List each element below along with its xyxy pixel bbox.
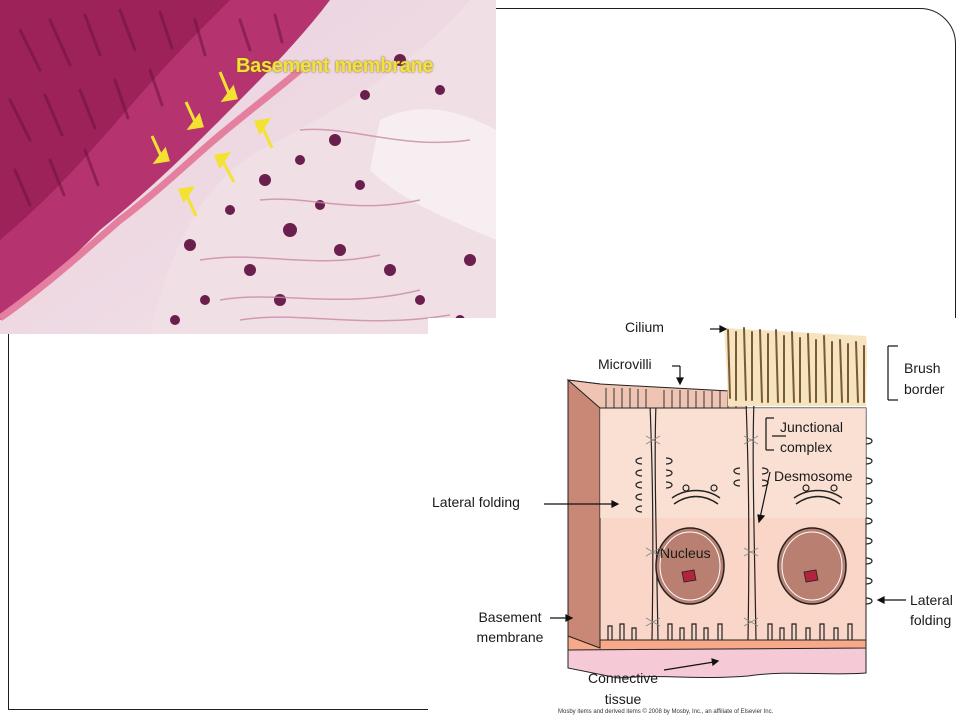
connective-tissue-label-line1: Connective xyxy=(587,670,659,686)
brush-border-label-line1: Brush xyxy=(904,360,941,376)
lateral-folding-left-label: Lateral folding xyxy=(432,494,520,510)
cilium-label: Cilium xyxy=(625,319,664,335)
micrograph-image: Basement membrane xyxy=(0,0,496,334)
brush-border-label-line2: border xyxy=(904,381,945,397)
basement-membrane-label: Basement membrane xyxy=(236,55,434,77)
nucleus-label: Nucleus xyxy=(660,545,711,561)
micrograph-illustration xyxy=(0,0,496,334)
basement-membrane-diagram-label-line1: Basement xyxy=(478,609,542,625)
lateral-folding-right-label-line2: folding xyxy=(910,612,952,628)
microvilli-label: Microvilli xyxy=(598,356,652,372)
epithelium-diagram: Cilium Microvilli Brush border Junctiona… xyxy=(428,318,960,720)
connective-tissue-label-line2: tissue xyxy=(604,691,642,707)
desmosome-label: Desmosome xyxy=(774,468,853,484)
junctional-complex-label-line1: Junctional xyxy=(780,419,844,435)
junctional-complex-label-line2: complex xyxy=(780,439,833,455)
epithelium-illustration xyxy=(544,325,906,679)
copyright-notice: Mosby items and derived items © 2008 by … xyxy=(558,709,774,715)
lateral-folding-right-label-line1: Lateral xyxy=(910,592,953,608)
basement-membrane-diagram-label-line2: membrane xyxy=(476,629,544,645)
